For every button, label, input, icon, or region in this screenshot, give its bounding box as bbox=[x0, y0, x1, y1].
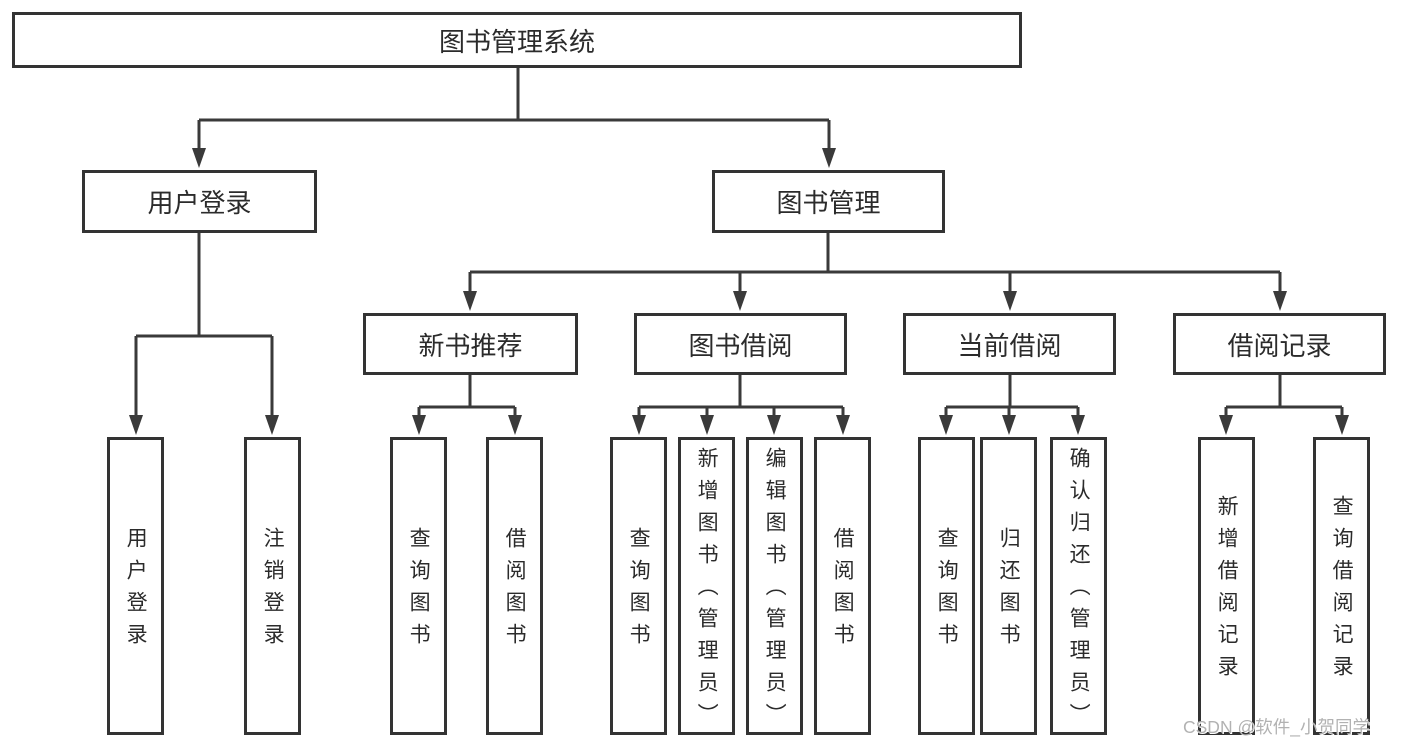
node-current-borrow: 当前借阅 bbox=[903, 313, 1116, 375]
leaf-query-borrow-record: 查询借阅记录 bbox=[1313, 437, 1370, 735]
node-new-book-recommend-label: 新书推荐 bbox=[418, 330, 523, 361]
leaf-query-books-1-label: 查询图书 bbox=[407, 527, 431, 655]
leaf-add-borrow-record-label: 新增借阅记录 bbox=[1215, 495, 1239, 687]
leaf-query-books-3: 查询图书 bbox=[918, 437, 975, 735]
connector-root bbox=[197, 68, 831, 152]
leaf-query-books-3-label: 查询图书 bbox=[935, 527, 959, 655]
connector-new-book-recommend bbox=[417, 375, 517, 420]
node-book-management-label: 图书管理 bbox=[776, 188, 881, 218]
leaf-user-login-label: 用户登录 bbox=[124, 527, 148, 655]
leaf-query-books-2: 查询图书 bbox=[610, 437, 667, 735]
node-new-book-recommend: 新书推荐 bbox=[363, 313, 578, 375]
root-node: 图书管理系统 bbox=[12, 12, 1022, 68]
leaf-return-books: 归还图书 bbox=[980, 437, 1037, 735]
node-book-borrow-label: 图书借阅 bbox=[688, 330, 793, 361]
arrowheads bbox=[129, 148, 1349, 435]
connector-borrow-records bbox=[1224, 375, 1344, 420]
leaf-borrow-books-2: 借阅图书 bbox=[814, 437, 871, 735]
leaf-add-borrow-record: 新增借阅记录 bbox=[1198, 437, 1255, 735]
node-book-borrow: 图书借阅 bbox=[634, 313, 847, 375]
node-user-login-label: 用户登录 bbox=[147, 188, 252, 218]
leaf-add-books-admin-label: 新增图书（管理员） bbox=[695, 447, 719, 735]
connector-book-borrow bbox=[637, 375, 845, 420]
node-borrow-records-label: 借阅记录 bbox=[1227, 330, 1332, 361]
watermark: CSDN @软件_小贺同学 bbox=[1183, 717, 1370, 737]
leaf-return-books-label: 归还图书 bbox=[997, 527, 1021, 655]
leaf-query-borrow-record-label: 查询借阅记录 bbox=[1330, 495, 1354, 687]
node-borrow-records: 借阅记录 bbox=[1173, 313, 1386, 375]
leaf-query-books-1: 查询图书 bbox=[390, 437, 447, 735]
leaf-edit-books-admin: 编辑图书（管理员） bbox=[746, 437, 803, 735]
connector-book-management bbox=[468, 233, 1282, 296]
leaf-logout: 注销登录 bbox=[244, 437, 301, 735]
node-user-login: 用户登录 bbox=[82, 170, 317, 233]
leaf-query-books-2-label: 查询图书 bbox=[627, 527, 651, 655]
leaf-edit-books-admin-label: 编辑图书（管理员） bbox=[763, 447, 787, 735]
connector-current-borrow bbox=[944, 375, 1080, 420]
leaf-user-login: 用户登录 bbox=[107, 437, 164, 735]
leaf-add-books-admin: 新增图书（管理员） bbox=[678, 437, 735, 735]
connector-user-login bbox=[134, 233, 274, 420]
leaf-borrow-books-1: 借阅图书 bbox=[486, 437, 543, 735]
leaf-logout-label: 注销登录 bbox=[261, 527, 285, 655]
node-book-management: 图书管理 bbox=[712, 170, 945, 233]
leaf-confirm-return-admin-label: 确认归还（管理员） bbox=[1067, 447, 1091, 735]
leaf-borrow-books-2-label: 借阅图书 bbox=[831, 527, 855, 655]
leaf-confirm-return-admin: 确认归还（管理员） bbox=[1050, 437, 1107, 735]
root-node-label: 图书管理系统 bbox=[438, 26, 595, 57]
leaf-borrow-books-1-label: 借阅图书 bbox=[503, 527, 527, 655]
node-current-borrow-label: 当前借阅 bbox=[957, 330, 1062, 361]
